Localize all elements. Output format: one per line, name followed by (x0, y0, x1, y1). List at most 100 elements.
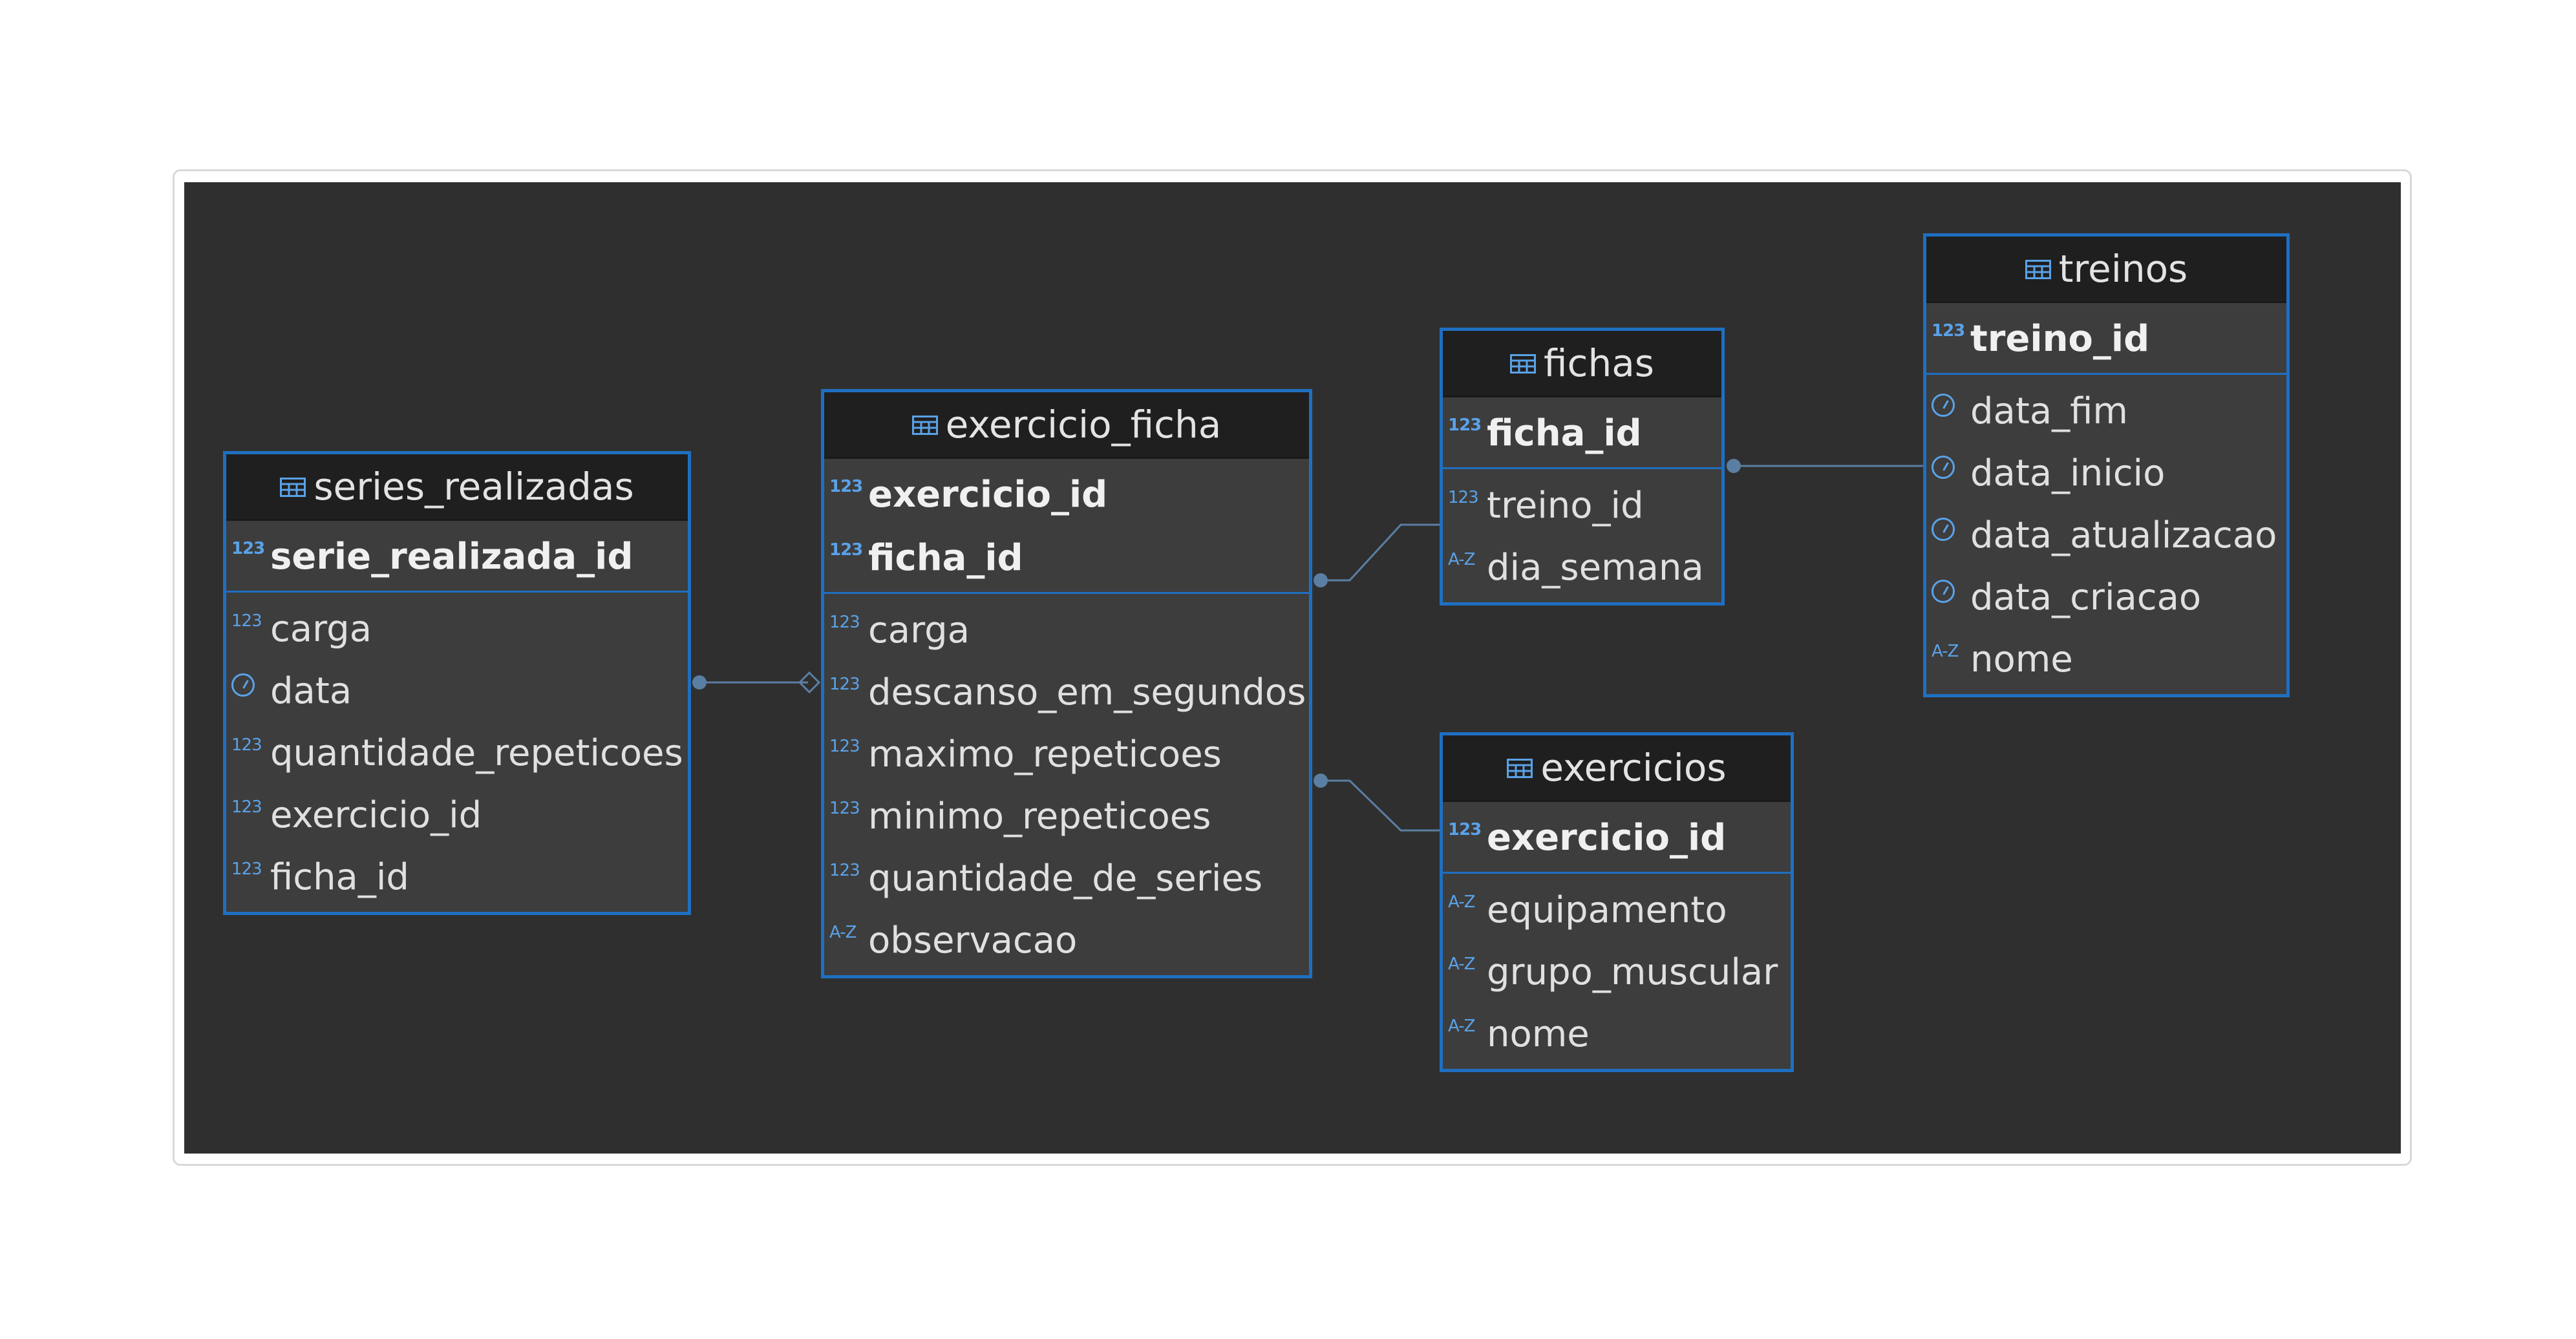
attribute-row[interactable]: A-Z nome (1926, 628, 2286, 690)
attribute-row[interactable]: 123 exercicio_id (226, 784, 688, 846)
numeric-type-icon: 123 (231, 797, 262, 817)
numeric-type-icon: 123 (829, 799, 860, 818)
table-icon (1507, 759, 1533, 778)
attribute-row[interactable]: A-Z observacao (824, 909, 1309, 971)
numeric-type-icon: 123 (829, 675, 860, 694)
column-name: dia_semana (1487, 546, 1704, 589)
entity-title: exercicios (1540, 746, 1727, 790)
primary-key-row[interactable]: 123 exercicio_id (824, 463, 1309, 526)
datetime-type-icon (1932, 517, 1969, 545)
attribute-row[interactable]: A-Z grupo_muscular (1443, 941, 1791, 1003)
column-name: grupo_muscular (1487, 951, 1778, 993)
numeric-type-icon: 123 (829, 477, 863, 496)
column-name: treino_id (1970, 317, 2150, 360)
column-name: serie_realizada_id (270, 535, 633, 578)
column-name: equipamento (1487, 889, 1727, 931)
numeric-type-icon: 123 (829, 861, 860, 880)
column-name: ficha_id (270, 856, 409, 898)
attribute-row[interactable]: data_fim (1926, 380, 2286, 442)
attribute-section: data_fim data_inicio data_atualizacao data_… (1926, 375, 2286, 694)
entity-header[interactable]: fichas (1443, 331, 1721, 397)
table-icon (911, 416, 938, 435)
primary-key-row[interactable]: 123 exercicio_id (1443, 806, 1791, 869)
column-name: data_atualizacao (1970, 514, 2277, 556)
attribute-row[interactable]: 123 minimo_repeticoes (824, 785, 1309, 847)
attribute-row[interactable]: data_criacao (1926, 566, 2286, 628)
numeric-type-icon: 123 (829, 540, 863, 560)
table-icon (1510, 354, 1537, 374)
column-name: exercicio_id (270, 794, 482, 836)
entity-header[interactable]: exercicio_ficha (824, 392, 1309, 459)
datetime-type-icon (1932, 393, 1969, 421)
entity-exercicios[interactable]: exercicios 123 exercicio_id A-Z equipament… (1440, 732, 1794, 1072)
attribute-row[interactable]: data_inicio (1926, 442, 2286, 504)
column-name: data_criacao (1970, 576, 2202, 618)
datetime-type-icon (231, 673, 269, 701)
attribute-row[interactable]: 123 ficha_id (226, 846, 688, 908)
column-name: observacao (868, 919, 1078, 962)
entity-title: fichas (1544, 341, 1654, 385)
attribute-row[interactable]: 123 quantidade_repeticoes (226, 722, 688, 784)
column-name: exercicio_id (1487, 816, 1727, 859)
column-name: data_inicio (1970, 452, 2166, 494)
text-type-icon: A-Z (1448, 954, 1475, 974)
column-name: ficha_id (868, 536, 1023, 579)
numeric-type-icon: 123 (231, 735, 262, 755)
attribute-row[interactable]: A-Z nome (1443, 1003, 1791, 1065)
attribute-row[interactable]: 123 carga (824, 599, 1309, 661)
column-name: data (270, 670, 352, 712)
entity-title: treinos (2058, 247, 2188, 291)
attribute-row[interactable]: data_atualizacao (1926, 504, 2286, 566)
text-type-icon: A-Z (1448, 892, 1475, 912)
numeric-type-icon: 123 (1448, 488, 1479, 507)
entity-title: exercicio_ficha (945, 403, 1222, 447)
column-name: quantidade_de_series (868, 857, 1263, 900)
attribute-row[interactable]: 123 maximo_repeticoes (824, 723, 1309, 785)
numeric-type-icon: 123 (1448, 820, 1482, 839)
numeric-type-icon: 123 (829, 737, 860, 756)
column-name: minimo_repeticoes (868, 795, 1211, 838)
attribute-row[interactable]: data (226, 660, 688, 722)
text-type-icon: A-Z (1932, 642, 1959, 661)
column-name: exercicio_id (868, 473, 1108, 516)
entity-title: series_realizadas (314, 465, 634, 509)
column-name: maximo_repeticoes (868, 733, 1222, 775)
primary-key-section: 123 exercicio_id (1443, 802, 1791, 874)
column-name: carga (868, 609, 970, 651)
attribute-row[interactable]: A-Z equipamento (1443, 879, 1791, 941)
column-name: ficha_id (1487, 412, 1642, 454)
text-type-icon: A-Z (1448, 1017, 1475, 1036)
column-name: nome (1487, 1013, 1590, 1055)
entity-header[interactable]: series_realizadas (226, 454, 688, 521)
entity-header[interactable]: exercicios (1443, 735, 1791, 802)
numeric-type-icon: 123 (231, 859, 262, 879)
numeric-type-icon: 123 (829, 613, 860, 632)
table-icon (2025, 260, 2051, 279)
numeric-type-icon: 123 (1932, 321, 1965, 341)
entity-header[interactable]: treinos (1926, 237, 2286, 303)
text-type-icon: A-Z (829, 923, 857, 942)
column-name: nome (1970, 638, 2073, 680)
datetime-type-icon (1932, 579, 1969, 607)
column-name: quantidade_repeticoes (270, 732, 683, 774)
attribute-row[interactable]: 123 quantidade_de_series (824, 847, 1309, 909)
